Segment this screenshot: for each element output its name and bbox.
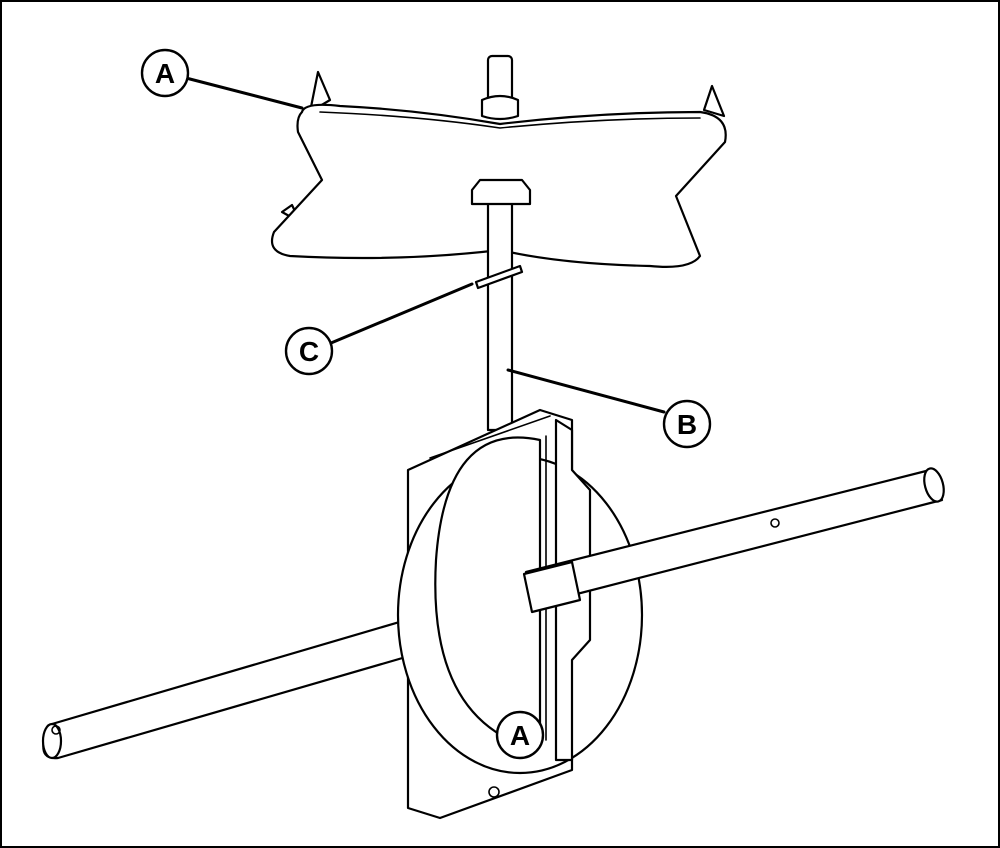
right-shaft-collar: [522, 560, 582, 614]
leader-a-top: [184, 76, 304, 110]
vertical-rod: [470, 178, 532, 432]
right-shaft-end: [923, 467, 945, 503]
left-shaft-hole: [51, 725, 61, 735]
bracket-hole: [488, 786, 500, 798]
impeller-plate-edge: [319, 111, 701, 129]
callout-a-bottom-circle: [495, 710, 545, 760]
callout-a-top-circle: [140, 48, 190, 98]
rod-shaft: [486, 198, 514, 432]
callout-a-bottom-label: A: [510, 720, 530, 751]
callout-b: B: [662, 399, 712, 449]
leader-b: [506, 368, 666, 414]
callout-b-label: B: [677, 409, 697, 440]
rod-cross-pin: [474, 264, 524, 290]
rod-t-handle: [470, 178, 532, 206]
drum-half-face: [434, 436, 542, 742]
callout-b-circle: [662, 399, 712, 449]
callout-c-circle: [284, 326, 334, 376]
top-shaft-collar: [480, 94, 520, 121]
bracket-top-edge: [429, 415, 551, 459]
left-shaft: [42, 614, 432, 760]
callout-c: C: [284, 326, 334, 376]
callout-a-top-label: A: [155, 58, 175, 89]
leader-c: [329, 282, 474, 345]
lower-housing: [41, 408, 945, 820]
left-shaft-end: [41, 722, 63, 760]
right-shaft-hole: [770, 518, 780, 528]
callout-c-label: C: [299, 336, 319, 367]
callout-a-bottom: A: [495, 710, 545, 760]
callout-a-top: A: [140, 48, 190, 98]
impeller-fin-right: [702, 84, 726, 118]
